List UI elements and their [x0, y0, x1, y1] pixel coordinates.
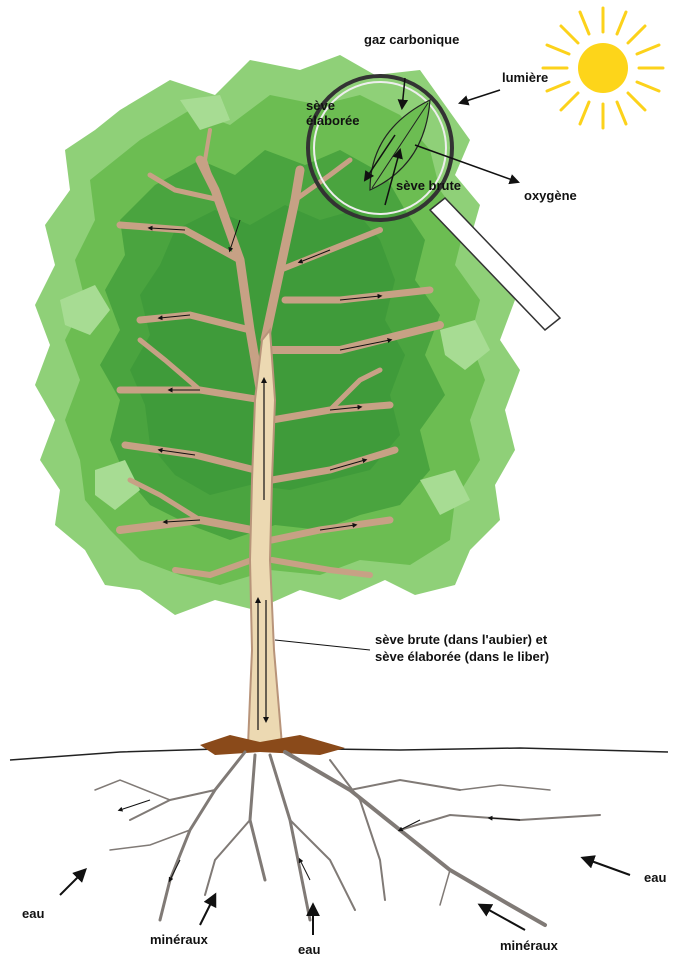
ground-line [10, 748, 668, 760]
roots [95, 752, 600, 925]
label-mineraux-right: minéraux [500, 938, 558, 953]
sun-icon [543, 8, 663, 128]
label-seve-brute-leaf: sève brute [396, 178, 461, 193]
foliage [35, 55, 520, 615]
label-seve-elaboree-leaf: sève élaborée [306, 98, 359, 128]
label-lumiere: lumière [502, 70, 548, 85]
label-eau-left: eau [22, 906, 44, 921]
label-trunk-line1: sève brute (dans l'aubier) et [375, 632, 547, 647]
label-oxygene: oxygène [524, 188, 577, 203]
label-mineraux-left: minéraux [150, 932, 208, 947]
label-eau-center: eau [298, 942, 320, 957]
label-gaz-carbonique: gaz carbonique [364, 32, 459, 47]
label-eau-right: eau [644, 870, 666, 885]
label-trunk-line2: sève élaborée (dans le liber) [375, 649, 549, 664]
